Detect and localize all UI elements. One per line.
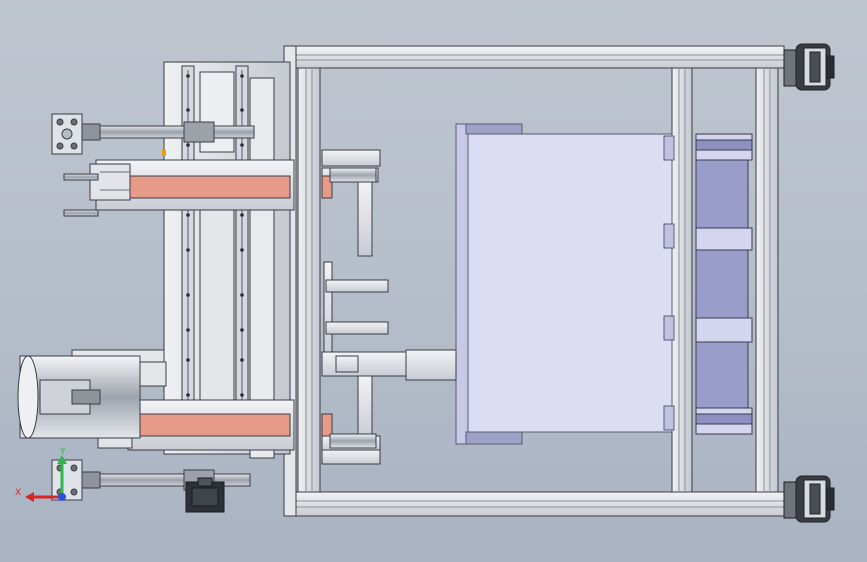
cylinder-top[interactable]	[51, 113, 255, 155]
main-frame[interactable]	[283, 45, 785, 517]
frame-mid-post[interactable]	[671, 67, 693, 493]
y-axis-label: Y	[59, 447, 66, 457]
guide-pins	[63, 173, 99, 217]
frame-top-rail[interactable]	[289, 45, 785, 69]
slide-rail-assembly[interactable]	[163, 61, 291, 459]
motor-top-right[interactable]	[783, 43, 835, 91]
gear-motor-bottom[interactable]	[185, 477, 225, 513]
center-linkage[interactable]	[321, 149, 457, 465]
x-axis-label: X	[15, 488, 21, 498]
left-drum[interactable]	[17, 349, 167, 439]
cylinder-bottom[interactable]	[51, 459, 251, 501]
frame-right-post[interactable]	[755, 67, 779, 493]
sensor-marker	[162, 150, 166, 156]
conveyor-upper[interactable]	[89, 159, 333, 211]
coordinate-triad: Y X	[15, 447, 67, 502]
stacker-plates[interactable]	[695, 133, 753, 435]
frame-left-post[interactable]	[297, 67, 321, 493]
rail-bolts	[174, 74, 244, 406]
main-panel[interactable]	[455, 123, 675, 445]
motor-bottom-right[interactable]	[783, 475, 835, 523]
z-axis-dot	[58, 493, 66, 501]
idler-rollers[interactable]	[329, 167, 377, 449]
frame-bottom-rail[interactable]	[289, 491, 785, 517]
